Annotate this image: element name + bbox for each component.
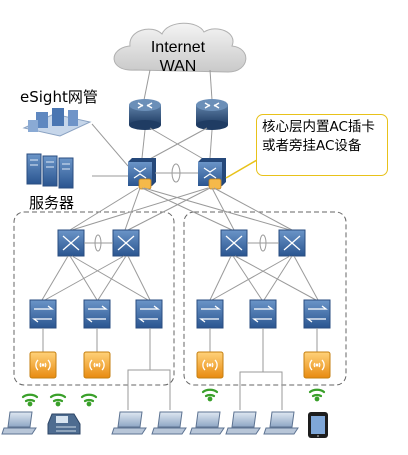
laptop-icon [1, 411, 37, 435]
router-left-icon [129, 99, 161, 130]
server-label: 服务器 [29, 194, 75, 212]
wan-links [143, 69, 213, 101]
server-rack-icon [26, 153, 74, 189]
aggregation-access-links [41, 255, 319, 301]
ap-icon [83, 351, 111, 379]
wifi-icon [49, 393, 67, 407]
access-switches [29, 299, 331, 329]
region-left [13, 211, 175, 386]
access-switch-icon [249, 299, 277, 329]
access-switch-icon [29, 299, 57, 329]
core-switch-left-icon [128, 158, 156, 190]
laptop-icon [263, 411, 299, 435]
callout-pointer [225, 159, 258, 179]
cloud-line2: WAN [159, 58, 197, 75]
wifi-icon [308, 388, 326, 402]
access-edge-links [42, 328, 318, 410]
region-right [183, 211, 347, 386]
agg-switch-icon [57, 229, 85, 257]
esight-label: eSight网管 [20, 88, 98, 106]
laptop-icon [189, 411, 225, 435]
esight-management-icon [22, 108, 92, 137]
access-points [29, 351, 331, 379]
laptop-icon [151, 411, 187, 435]
ac-callout: 核心层内置AC插卡或者旁挂AC设备 [256, 114, 388, 176]
core-switch-right-icon [198, 158, 226, 190]
server-links [91, 123, 129, 177]
wifi-icon [21, 393, 39, 407]
access-switch-icon [83, 299, 111, 329]
agg-interlinks [84, 234, 279, 252]
agg-switch-icon [220, 229, 248, 257]
router-right-icon [196, 99, 228, 130]
cloud-line1: Internet [150, 39, 206, 56]
agg-switch-icon [112, 229, 140, 257]
wifi-icon [80, 393, 98, 407]
ap-icon [29, 351, 57, 379]
core-interlink [155, 163, 198, 183]
internet-wan-label: Internet WAN [122, 38, 234, 76]
laptop-icon [111, 411, 147, 435]
ap-icon [196, 351, 224, 379]
internet-cloud-icon [113, 22, 247, 73]
core-aggregation-links [69, 187, 293, 231]
agg-switch-icon [278, 229, 306, 257]
access-switch-icon [303, 299, 331, 329]
laptop-icon [225, 411, 261, 435]
wifi-icon [201, 388, 219, 402]
ip-phone-icon [47, 413, 81, 435]
access-switch-icon [135, 299, 163, 329]
tablet-icon [308, 412, 328, 438]
access-switch-icon [196, 299, 224, 329]
router-core-links [141, 127, 213, 161]
endpoint-devices [1, 411, 328, 438]
ap-icon [303, 351, 331, 379]
wifi-signal-icons [21, 388, 326, 407]
